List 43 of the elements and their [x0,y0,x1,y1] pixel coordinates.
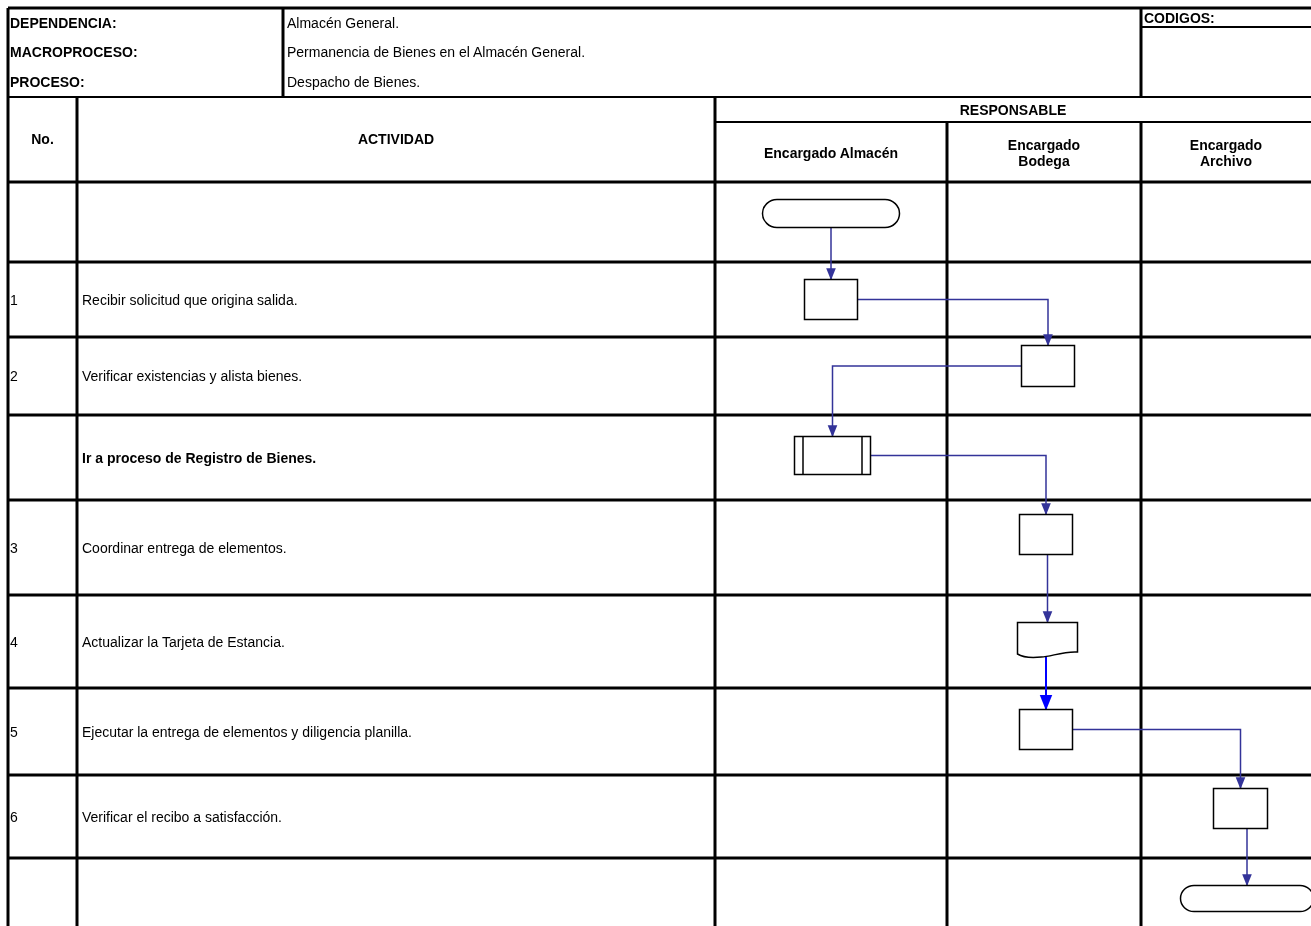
terminator-shape [1180,885,1311,912]
row-number: 6 [10,808,18,825]
row-number: 5 [10,723,18,740]
arrow [1042,554,1053,624]
arrow [857,298,1053,347]
column-heading: Encargado Bodega [1006,137,1082,169]
row-number: 4 [10,633,18,650]
field-label: DEPENDENCIA: [10,14,117,31]
column-heading: RESPONSABLE [959,102,1067,118]
row-number: 1 [10,291,18,308]
process-box [1019,709,1073,750]
activity-text: Coordinar entrega de elementos. [82,539,287,556]
row-number: 3 [10,539,18,556]
field-label: CODIGOS: [1144,9,1215,26]
activity-text: Recibir solicitud que origina salida. [82,291,298,308]
document-shape [1017,622,1078,658]
column-heading: No. [31,131,54,147]
column-heading: ACTIVIDAD [357,131,435,147]
arrow [826,227,836,281]
activity-text: Verificar el recibo a satisfacción. [82,808,282,825]
activity-text: Ejecutar la entrega de elementos y diligencia planilla. [82,723,412,740]
terminator-shape [762,199,900,228]
row-number: 2 [10,368,18,384]
process-box [1019,514,1073,555]
column-heading: Encargado Almacén [763,145,899,161]
activity-text: Ir a proceso de Registro de Bienes. [82,449,317,466]
field-label: PROCESO: [10,74,85,90]
process-box [1213,788,1268,829]
field-value: Permanencia de Bienes en el Almacén General. [287,44,586,60]
process-box [804,279,858,320]
activity-text: Actualizar la Tarjeta de Estancia. [82,633,285,650]
arrow [827,365,1022,438]
process-box [1021,345,1075,387]
field-value: Almacén General. [287,14,400,31]
field-label: MACROPROCESO: [10,44,138,60]
activity-text: Verificar existencias y alista bienes. [82,368,303,384]
subprocess-box [794,436,871,475]
column-heading: Encargado Archivo [1188,137,1264,169]
arrow [870,454,1051,516]
arrow [1072,728,1246,790]
arrow [1242,828,1252,887]
field-value: Despacho de Bienes. [287,74,421,90]
arrow [1039,655,1053,711]
